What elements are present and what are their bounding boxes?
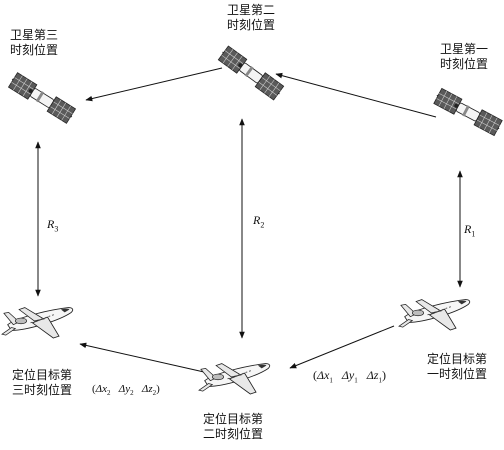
range-r1-subscript: 1 (471, 229, 476, 239)
offset-2-dx-sub: 2 (107, 389, 111, 398)
target-1-label-line2: 一时刻位置 (427, 367, 488, 381)
offset-2-dz: Δz (141, 383, 153, 395)
offset-1-dy: Δy (341, 368, 355, 382)
offset-1-close-paren: ) (381, 368, 386, 382)
aircraft-2-icon (198, 363, 271, 395)
satellite-3-label: 卫星第三 时刻位置 (10, 28, 58, 58)
satellite-3-icon (6, 68, 78, 128)
satellite-2-icon (217, 45, 285, 101)
range-r1-label: R1 (464, 222, 475, 238)
satellite-3-label-line1: 卫星第三 (10, 28, 59, 42)
target-1-label: 定位目标第 一时刻位置 (427, 352, 487, 382)
range-r1-symbol: R (464, 222, 472, 236)
target-3-label-line1: 定位目标第 (12, 368, 73, 382)
target-3-label-line2: 三时刻位置 (12, 383, 73, 397)
target-3-label: 定位目标第 三时刻位置 (12, 368, 72, 398)
offset-vector-2: (Δx2 Δy2 Δz2) (92, 383, 160, 397)
range-r2-symbol: R (253, 213, 261, 227)
target-2-label: 定位目标第 二时刻位置 (203, 412, 263, 442)
offset-vector-1: (Δx1 Δy1 Δz1) (313, 368, 386, 384)
offset-2-dx: Δx (95, 383, 108, 395)
aircraft-3-icon (1, 307, 74, 339)
sat1-to-sat2-arrow (275, 72, 437, 118)
offset-1-dz: Δz (366, 368, 379, 382)
range-r2-subscript: 2 (260, 220, 265, 230)
offset-1-dx-sub: 1 (329, 376, 333, 385)
satellite-1-label-line1: 卫星第一 (440, 42, 489, 56)
satellite-1-label: 卫星第一 时刻位置 (440, 42, 488, 72)
aircraft-1-icon (398, 299, 471, 331)
satellite-2-label-line1: 卫星第二 (227, 3, 276, 17)
satellite-1-icon (431, 80, 504, 144)
satellite-3-label-line2: 时刻位置 (10, 43, 59, 57)
offset-1-dx: Δx (317, 368, 330, 382)
offset-2-close-paren: ) (156, 383, 160, 395)
satellite-2-label: 卫星第二 时刻位置 (227, 3, 275, 33)
offset-2-dz-sub: 2 (152, 389, 157, 398)
target-1-label-line1: 定位目标第 (427, 352, 488, 366)
target-2-label-line2: 二时刻位置 (203, 427, 264, 441)
satellite-2-label-line2: 时刻位置 (227, 18, 276, 32)
range-r2-label: R2 (253, 213, 264, 229)
tgt1-to-tgt2-arrow (289, 325, 395, 369)
range-r3-subscript: 3 (54, 224, 59, 234)
offset-2-dy: Δy (118, 383, 131, 395)
offset-1-open-paren: ( (313, 368, 317, 382)
offset-1-dy-sub: 1 (354, 376, 358, 385)
range-r3-symbol: R (47, 217, 55, 231)
offset-2-open-paren: ( (92, 383, 96, 395)
offset-1-dz-sub: 1 (378, 376, 382, 385)
satellite-1-label-line2: 时刻位置 (440, 57, 489, 71)
target-2-label-line1: 定位目标第 (203, 412, 264, 426)
offset-2-dy-sub: 2 (130, 389, 134, 398)
sat2-to-sat3-arrow (85, 67, 223, 102)
tgt2-to-tgt3-arrow (79, 342, 205, 373)
range-r3-label: R3 (47, 217, 58, 233)
